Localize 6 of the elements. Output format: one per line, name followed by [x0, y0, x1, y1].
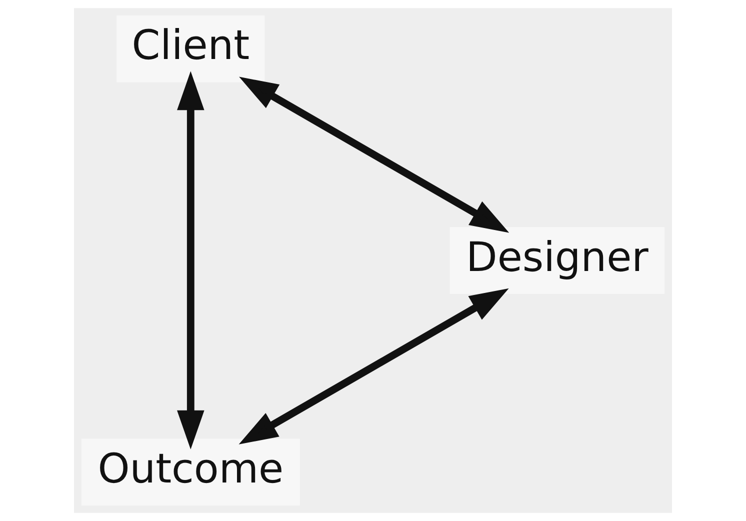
arrow [238, 288, 509, 444]
node-box: Designer [450, 227, 665, 294]
node-box: Outcome [81, 438, 300, 506]
node-box: Client [116, 16, 265, 82]
arrow [239, 76, 510, 233]
arrow [177, 71, 204, 450]
